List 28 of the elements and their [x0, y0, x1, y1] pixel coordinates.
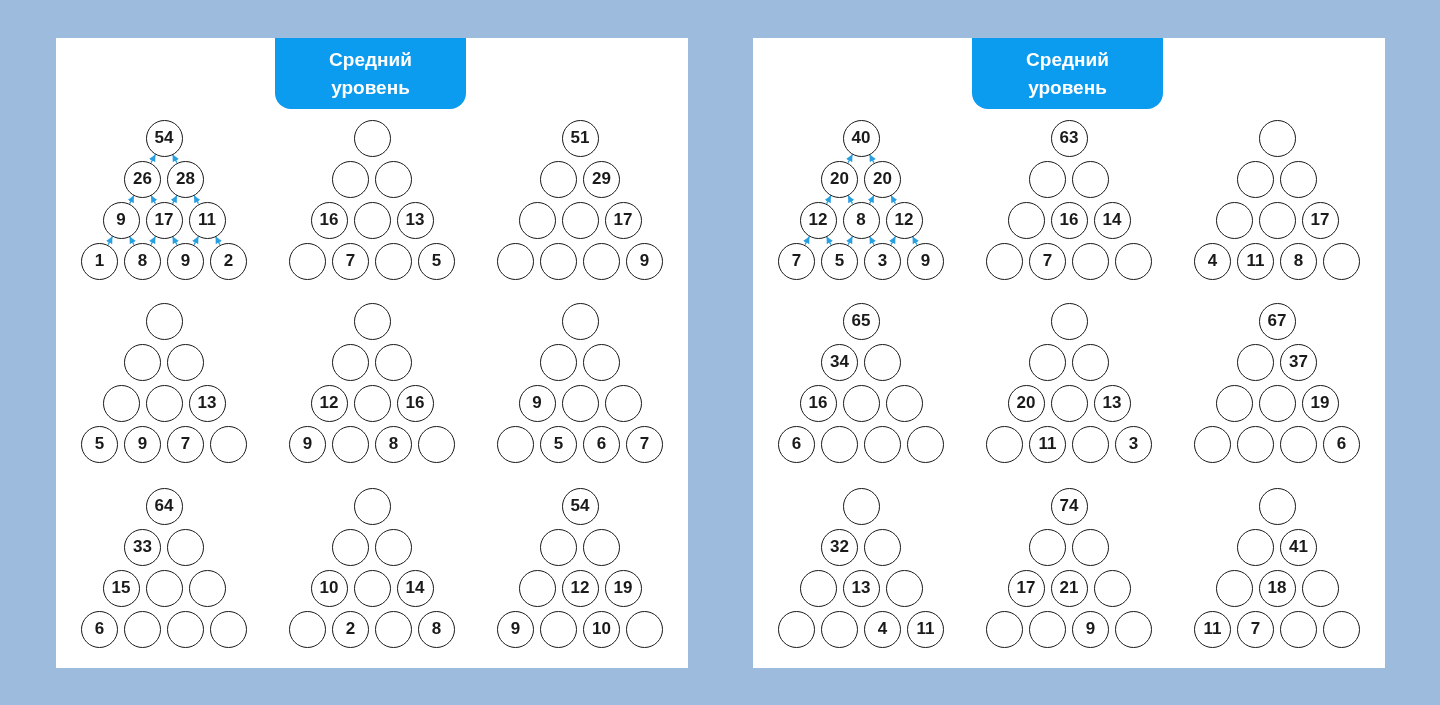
arrow [149, 235, 157, 246]
arrow [824, 194, 832, 205]
arrow [803, 235, 811, 246]
level-tab: Средний уровень [972, 38, 1163, 109]
answer-circle [332, 343, 369, 381]
arrow [192, 235, 200, 246]
arrow [170, 194, 178, 205]
arrow [149, 153, 157, 164]
answer-circle [1029, 343, 1066, 381]
arrow [867, 194, 875, 205]
arrow [193, 194, 201, 205]
level-tab: Средний уровень [275, 38, 466, 109]
arrow [890, 194, 898, 205]
arrow [846, 235, 854, 246]
arrow [825, 235, 833, 246]
arrow [150, 194, 158, 205]
arrow [171, 153, 179, 164]
arrow [127, 194, 135, 205]
arrow [889, 235, 897, 246]
arrow [868, 153, 876, 164]
arrow [128, 235, 136, 246]
arrow [171, 235, 179, 246]
arrow [911, 235, 919, 246]
arrow [868, 235, 876, 246]
arrow [847, 194, 855, 205]
arrow [106, 235, 114, 246]
arrow [846, 153, 854, 164]
arrow [214, 235, 222, 246]
